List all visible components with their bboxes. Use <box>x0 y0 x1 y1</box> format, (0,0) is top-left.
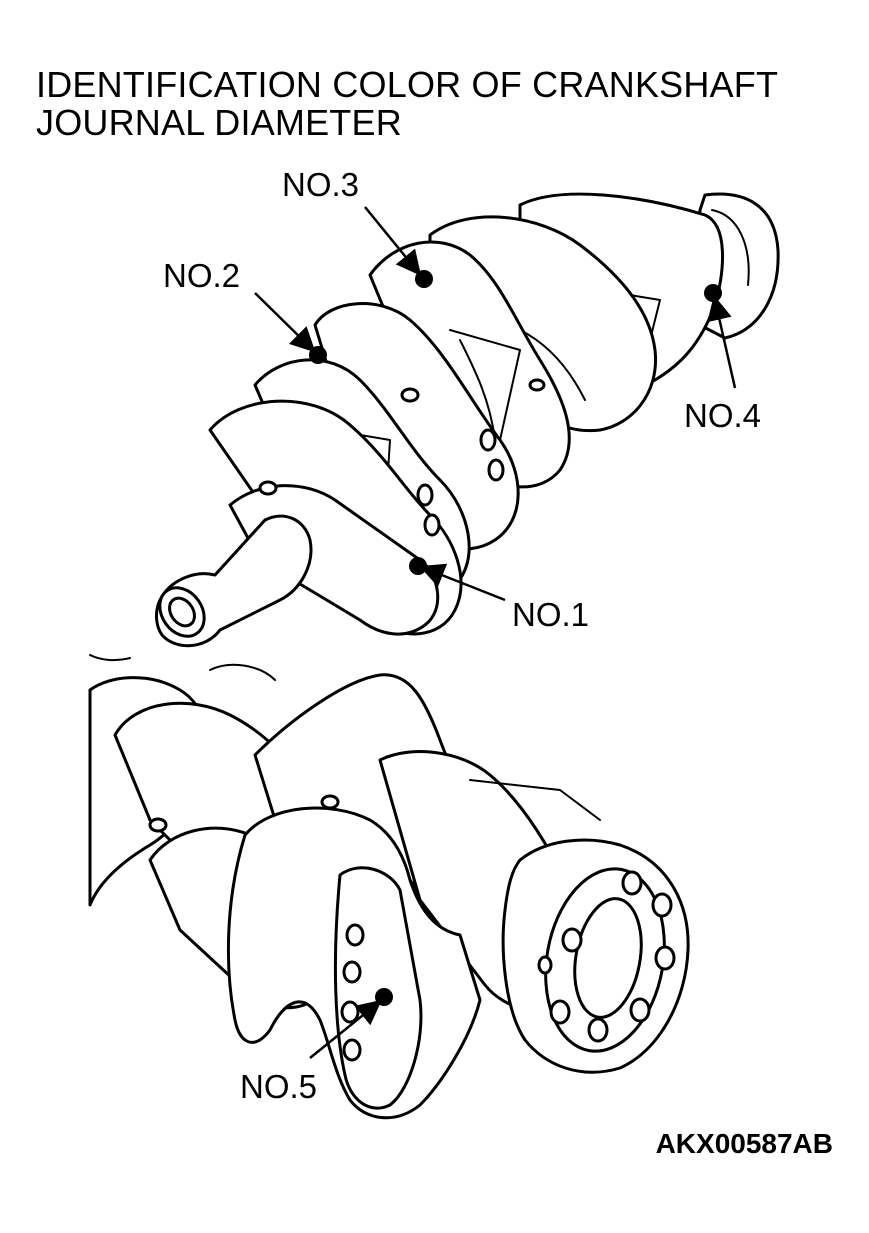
figure-reference-id: AKX00587AB <box>655 1128 833 1159</box>
journal-2-leader <box>254 292 316 353</box>
title-line-2: JOURNAL DIAMETER <box>36 102 402 143</box>
journal-3-dot <box>415 270 433 288</box>
journal-1-leader <box>419 563 506 602</box>
callout-markers <box>254 206 737 1059</box>
label-no3: NO.3 <box>282 166 359 203</box>
crankshaft-front-view <box>155 192 780 648</box>
label-no5: NO.5 <box>240 1068 317 1105</box>
journal-3-leader <box>364 206 422 276</box>
label-no1: NO.1 <box>512 596 589 633</box>
journal-5-leader <box>309 999 382 1059</box>
journal-1-dot <box>409 557 427 575</box>
crankshaft-rear-view <box>88 654 690 1120</box>
callout-labels: NO.1 NO.2 NO.3 NO.4 NO.5 <box>163 166 761 1105</box>
journal-4-leader <box>707 295 737 389</box>
journal-4-dot <box>704 284 722 302</box>
label-no4: NO.4 <box>684 397 761 434</box>
label-no2: NO.2 <box>163 257 240 294</box>
title-line-1: IDENTIFICATION COLOR OF CRANKSHAFT <box>36 64 779 105</box>
figure-title: IDENTIFICATION COLOR OF CRANKSHAFT JOURN… <box>36 66 778 142</box>
